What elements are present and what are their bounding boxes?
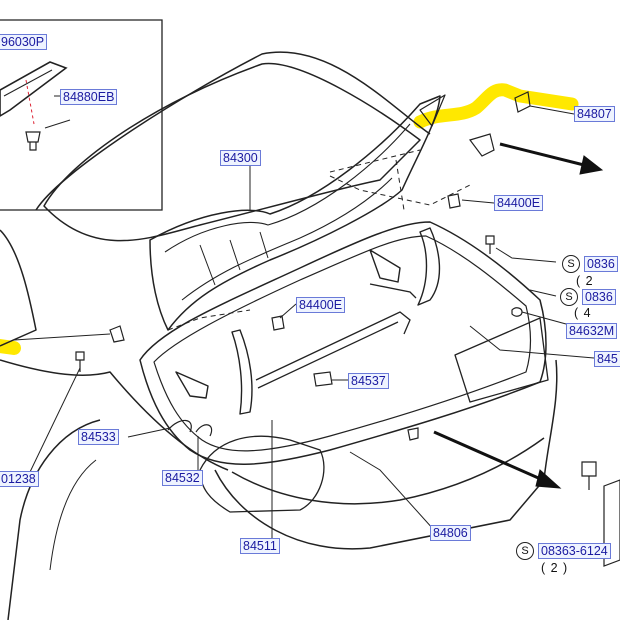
part-label-84400e-mid[interactable]: 84400E bbox=[296, 297, 346, 313]
bumper-rubber bbox=[271, 315, 285, 331]
part-label-84807[interactable]: 84807 bbox=[574, 106, 615, 122]
part-label-84532[interactable]: 84532 bbox=[162, 470, 203, 486]
cable-84533 bbox=[167, 419, 192, 433]
clip-icon bbox=[25, 131, 41, 151]
direction-arrows bbox=[433, 142, 604, 489]
latch-striker bbox=[407, 427, 419, 441]
part-label-84533[interactable]: 84533 bbox=[78, 429, 119, 445]
part-label-0836-b[interactable]: 0836 bbox=[582, 289, 616, 305]
clip-84537 bbox=[313, 371, 333, 387]
trunk-opening bbox=[139, 221, 547, 465]
quantity-a: ( 2 bbox=[576, 274, 594, 288]
clip-84632m bbox=[511, 307, 523, 317]
screw-symbol-a: S bbox=[562, 255, 580, 273]
highlight-marks bbox=[0, 83, 579, 355]
part-label-08363-6124[interactable]: 08363-6124 bbox=[538, 543, 611, 559]
screw-symbol-b: S bbox=[560, 288, 578, 306]
part-label-84880eb[interactable]: 84880EB bbox=[60, 89, 118, 105]
screw-symbol-bottom: S bbox=[516, 542, 534, 560]
tail-light-left bbox=[199, 435, 325, 513]
part-label-84400e-upper[interactable]: 84400E bbox=[494, 195, 544, 211]
car-body bbox=[0, 51, 558, 620]
part-label-84300[interactable]: 84300 bbox=[220, 150, 261, 166]
leader-lines bbox=[13, 95, 595, 540]
part-label-01238[interactable]: 01238 bbox=[0, 471, 39, 487]
trunk-lid bbox=[149, 94, 446, 331]
highlight-left-edge bbox=[0, 339, 21, 355]
hinge-arms bbox=[175, 227, 441, 415]
small-parts bbox=[75, 91, 620, 567]
inset-frame bbox=[0, 19, 163, 211]
part-label-84632m[interactable]: 84632M bbox=[566, 323, 618, 339]
body-side bbox=[0, 359, 229, 471]
side-clip bbox=[109, 325, 125, 343]
quantity-bottom: ( 2 ) bbox=[541, 561, 569, 575]
part-label-84511[interactable]: 84511 bbox=[240, 538, 280, 554]
part-label-96030p[interactable]: 96030P bbox=[0, 34, 48, 50]
lid-stopper bbox=[447, 193, 461, 209]
hinge-bracket bbox=[469, 133, 495, 157]
bracket-lower-right bbox=[603, 479, 620, 567]
tail-light-right bbox=[454, 317, 549, 403]
inset-trim-strip bbox=[0, 61, 68, 117]
part-label-0836-a[interactable]: 0836 bbox=[584, 256, 618, 272]
highlight-hinge-cable bbox=[413, 83, 579, 129]
torsion-rods bbox=[255, 283, 417, 389]
bolt-left bbox=[75, 351, 85, 372]
quantity-b: ( 4 bbox=[574, 306, 592, 320]
cable-84532 bbox=[195, 424, 213, 437]
part-label-84537[interactable]: 84537 bbox=[348, 373, 389, 389]
part-label-845[interactable]: 845 bbox=[594, 351, 620, 367]
bolt-mid bbox=[485, 235, 495, 254]
c-pillar bbox=[0, 229, 37, 347]
screw-lower-right bbox=[581, 461, 597, 490]
part-label-84806[interactable]: 84806 bbox=[430, 525, 471, 541]
